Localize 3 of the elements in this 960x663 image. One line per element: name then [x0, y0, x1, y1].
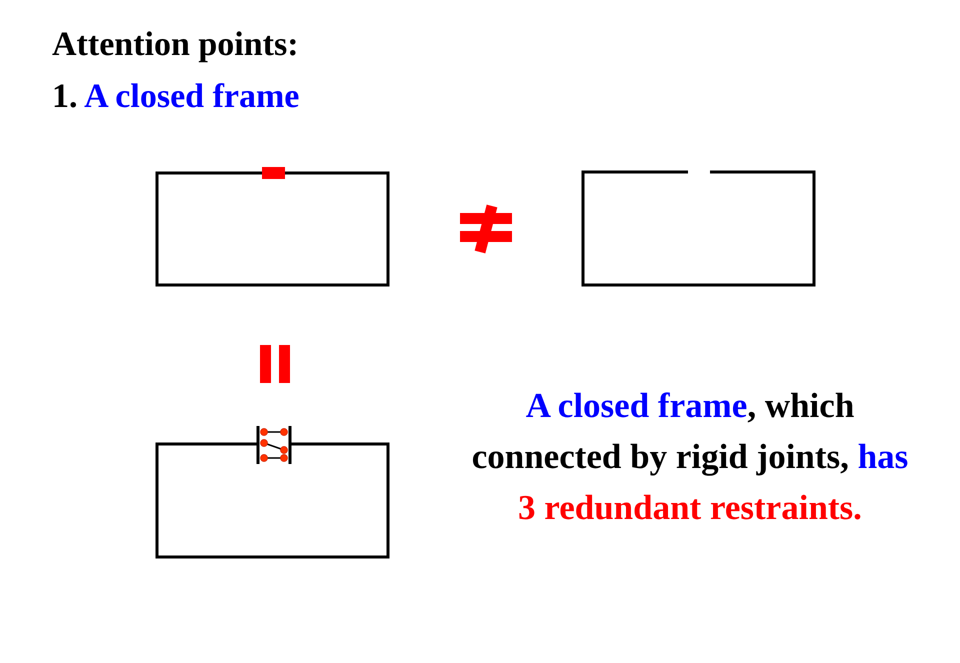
heading: 1. A closed frame — [52, 78, 300, 116]
note-text: A closed frame, which connected by rigid joints, has 3 redundant restraints. — [470, 385, 910, 529]
title: Attention points: — [52, 26, 299, 64]
